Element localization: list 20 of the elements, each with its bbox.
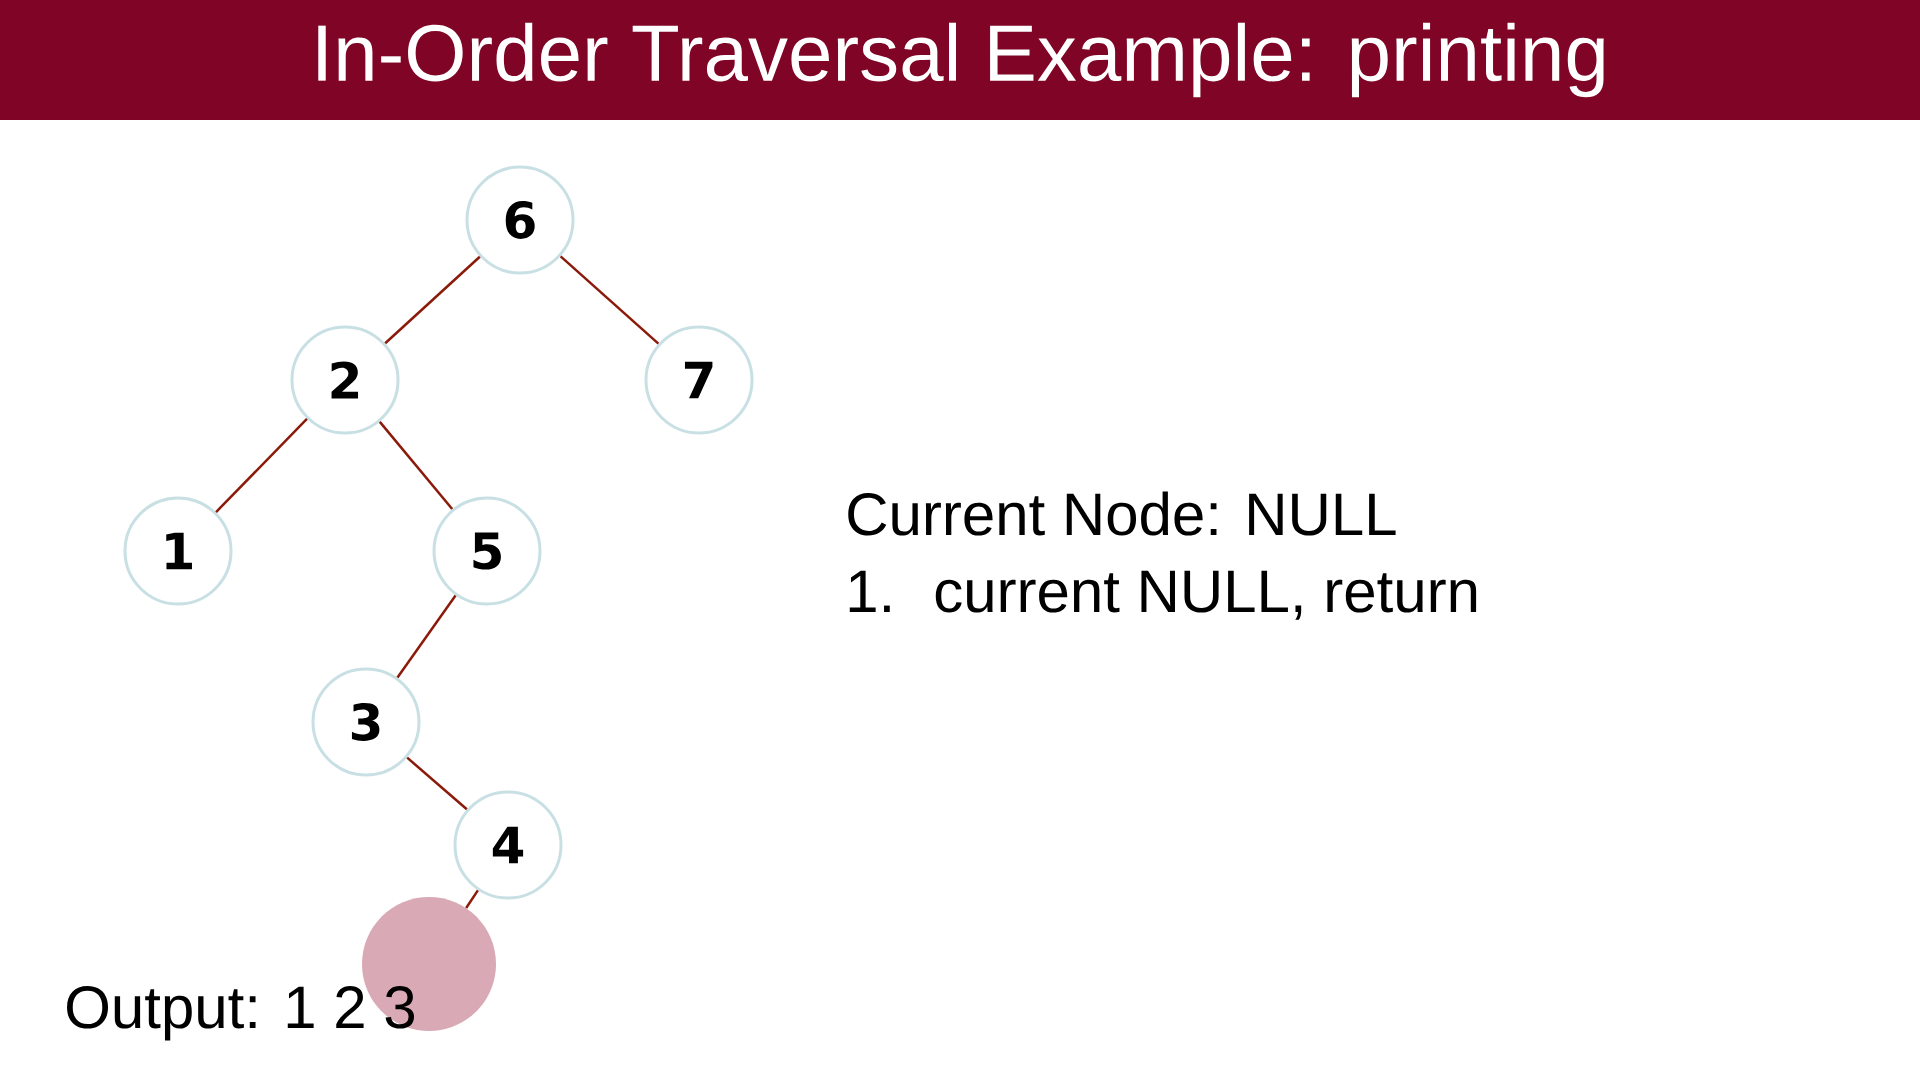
tree-edge — [378, 421, 454, 510]
tree-edge — [406, 756, 468, 811]
text-line: Current Node: NULL — [848, 491, 1396, 536]
tree-node: 2 — [290, 325, 400, 435]
text-line: current NULL, return — [935, 570, 1477, 620]
tree-edge — [384, 255, 481, 345]
title-bar: In-Order Traversal Example: printing — [0, 0, 1920, 120]
tree-node: 4 — [453, 790, 563, 900]
text-line: 1. — [849, 570, 890, 612]
highlight-circle — [362, 897, 496, 1031]
tree-edge — [559, 255, 660, 345]
tree-node: 5 — [432, 496, 542, 606]
tree-edge — [215, 418, 308, 513]
tree-edge — [396, 594, 457, 679]
tree-node: 7 — [644, 325, 754, 435]
text-line: Output: 1 2 3 — [67, 986, 414, 1041]
tree-node: 3 — [311, 667, 421, 777]
tree-edge — [465, 889, 479, 909]
tree-node: 6 — [465, 165, 575, 275]
tree-node: 1 — [123, 496, 233, 606]
